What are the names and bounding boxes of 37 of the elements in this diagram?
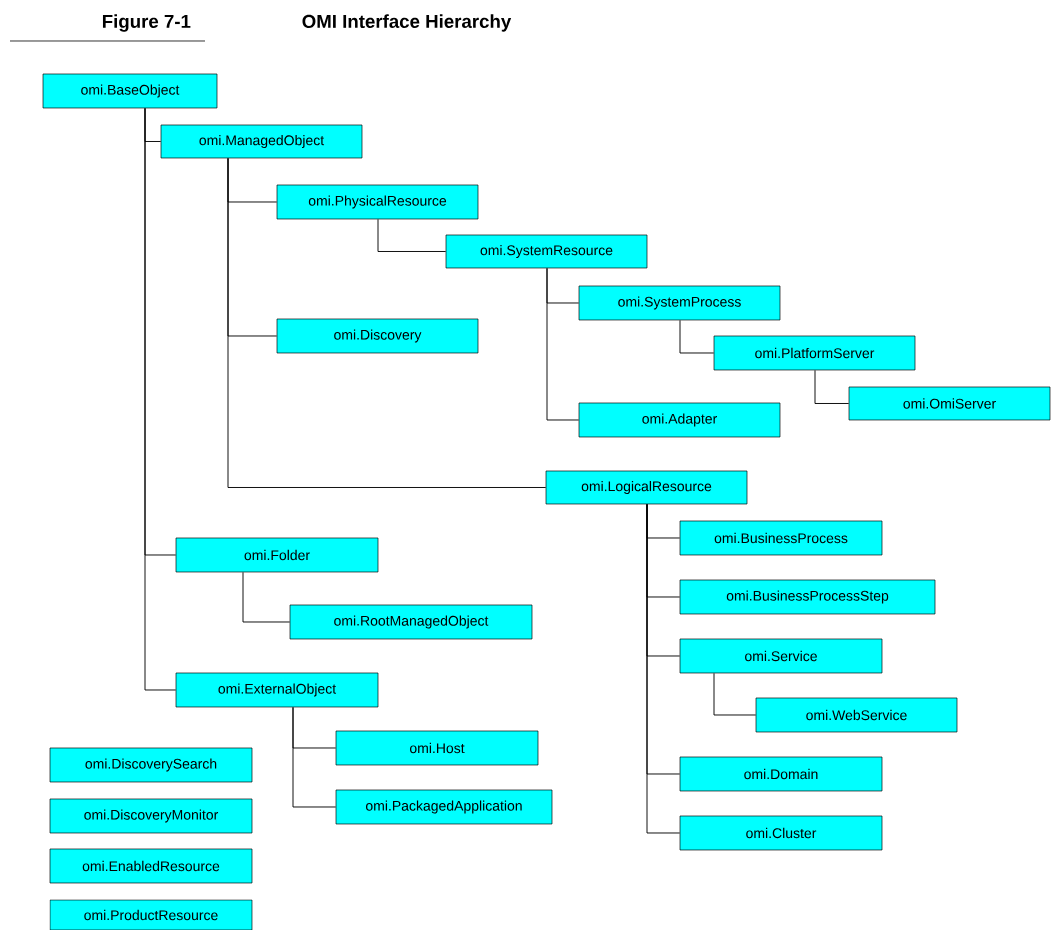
class-box: omi.WebService bbox=[755, 697, 958, 733]
class-box: omi.DiscoveryMonitor bbox=[49, 798, 253, 834]
connector-line bbox=[292, 706, 337, 808]
connector-line bbox=[679, 319, 715, 354]
class-box: omi.Discovery bbox=[276, 318, 479, 354]
class-box: omi.BusinessProcessStep bbox=[679, 579, 936, 615]
figure-number: Figure 7-1 bbox=[102, 14, 191, 32]
class-box: omi.BusinessProcess bbox=[679, 520, 883, 556]
class-box: omi.SystemProcess bbox=[578, 285, 781, 321]
connector-line bbox=[713, 672, 757, 716]
connector-line bbox=[242, 571, 291, 623]
class-box: omi.RootManagedObject bbox=[289, 604, 533, 640]
connector-line bbox=[227, 157, 547, 488]
connector-line bbox=[546, 267, 580, 421]
connector-line bbox=[377, 218, 447, 252]
class-box: omi.Folder bbox=[175, 537, 379, 573]
class-box: omi.EnabledResource bbox=[49, 848, 253, 884]
class-box: omi.Adapter bbox=[578, 402, 781, 438]
title: OMI Interface Hierarchy bbox=[302, 14, 512, 32]
class-box: omi.PlatformServer bbox=[713, 335, 916, 371]
class-box: omi.BaseObject bbox=[42, 73, 218, 109]
class-box: omi.SystemResource bbox=[445, 234, 648, 269]
class-box: omi.DiscoverySearch bbox=[49, 747, 253, 783]
class-box: omi.PackagedApplication bbox=[335, 789, 553, 825]
connector-line bbox=[144, 107, 177, 691]
class-box: omi.ProductResource bbox=[49, 899, 253, 930]
class-box: omi.Service bbox=[679, 638, 883, 674]
class-box: omi.LogicalResource bbox=[545, 470, 748, 505]
connector-line bbox=[814, 369, 850, 404]
class-box: omi.OmiServer bbox=[848, 386, 1051, 421]
class-box: omi.Host bbox=[335, 730, 539, 766]
class-box: omi.ManagedObject bbox=[160, 124, 363, 159]
class-box: omi.Cluster bbox=[679, 815, 883, 851]
class-box: omi.Domain bbox=[679, 756, 883, 792]
connector-line bbox=[646, 503, 681, 834]
class-box: omi.PhysicalResource bbox=[276, 184, 479, 220]
class-box: omi.ExternalObject bbox=[175, 672, 379, 708]
